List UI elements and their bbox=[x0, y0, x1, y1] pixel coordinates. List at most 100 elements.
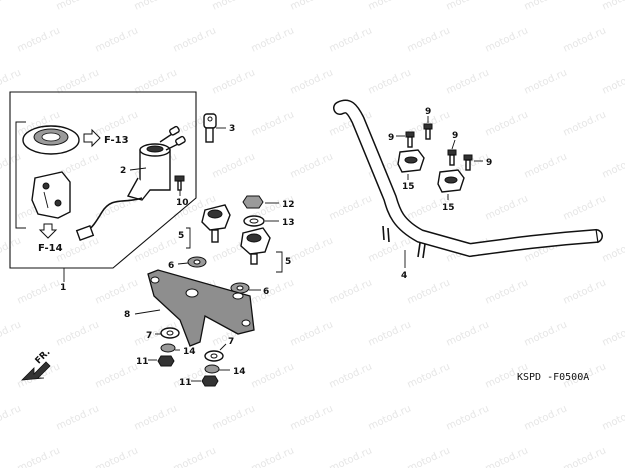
switch-cover-ring[interactable] bbox=[22, 125, 80, 155]
bolt-9-a[interactable] bbox=[405, 131, 415, 148]
handlebar-pipe[interactable] bbox=[333, 99, 603, 259]
callout-2[interactable]: 2 bbox=[120, 166, 126, 176]
watermark-text: motod.ru bbox=[562, 193, 608, 222]
handlebar-holder-lower[interactable] bbox=[240, 227, 271, 265]
callout-9-d[interactable]: 9 bbox=[486, 158, 492, 168]
watermark-text: motod.ru bbox=[484, 445, 530, 468]
watermark-text: motod.ru bbox=[523, 67, 569, 96]
watermark-text: motod.ru bbox=[523, 403, 569, 432]
watermark-text: motod.ru bbox=[289, 67, 335, 96]
watermark-text: motod.ru bbox=[406, 277, 452, 306]
watermark-text: motod.ru bbox=[250, 109, 296, 138]
watermark-text: motod.ru bbox=[0, 319, 23, 348]
watermark-text: motod.ru bbox=[55, 319, 101, 348]
callout-11-right[interactable]: 11 bbox=[179, 378, 192, 388]
watermark-text: motod.ru bbox=[94, 445, 140, 468]
callout-7-right[interactable]: 7 bbox=[228, 337, 234, 347]
watermark-text: motod.ru bbox=[289, 151, 335, 180]
watermark-text: motod.ru bbox=[172, 25, 218, 54]
watermark-text: motod.ru bbox=[445, 67, 491, 96]
watermark-text: motod.ru bbox=[562, 25, 608, 54]
watermark-text: motod.ru bbox=[601, 235, 625, 264]
watermark-text: motod.ru bbox=[562, 277, 608, 306]
watermark-text: motod.ru bbox=[601, 319, 625, 348]
ref-f13[interactable]: F-13 bbox=[104, 135, 129, 146]
watermark-text: motod.ru bbox=[94, 361, 140, 390]
watermark-text: motod.ru bbox=[445, 319, 491, 348]
watermark-text: motod.ru bbox=[601, 403, 625, 432]
ref-f14[interactable]: F-14 bbox=[38, 243, 63, 254]
watermark-text: motod.ru bbox=[211, 67, 257, 96]
washer-14-right[interactable] bbox=[204, 364, 220, 374]
watermark-text: motod.ru bbox=[250, 361, 296, 390]
callout-5-lower[interactable]: 5 bbox=[285, 257, 291, 267]
watermark-text: motod.ru bbox=[94, 25, 140, 54]
screw-10[interactable] bbox=[174, 175, 185, 191]
watermark-text: motod.ru bbox=[367, 0, 413, 13]
washer-13[interactable] bbox=[243, 215, 265, 227]
watermark-text: motod.ru bbox=[133, 403, 179, 432]
watermark-text: motod.ru bbox=[406, 25, 452, 54]
callout-5-upper[interactable]: 5 bbox=[178, 231, 184, 241]
watermark-text: motod.ru bbox=[484, 277, 530, 306]
callout-12[interactable]: 12 bbox=[282, 200, 295, 210]
watermark-text: motod.ru bbox=[406, 445, 452, 468]
watermark-text: motod.ru bbox=[250, 277, 296, 306]
watermark-text: motod.ru bbox=[445, 403, 491, 432]
key-pair-icon bbox=[159, 125, 186, 151]
washer-6-left[interactable] bbox=[187, 256, 207, 268]
bolt-9-b[interactable] bbox=[423, 123, 433, 140]
callout-13[interactable]: 13 bbox=[282, 218, 295, 228]
nut-11-left[interactable] bbox=[157, 355, 175, 367]
cap-nut-12[interactable] bbox=[242, 195, 264, 209]
callout-1[interactable]: 1 bbox=[60, 283, 66, 293]
watermark-text: motod.ru bbox=[55, 0, 101, 13]
watermark-text: motod.ru bbox=[328, 361, 374, 390]
callout-11-left[interactable]: 11 bbox=[136, 357, 149, 367]
callout-14-right[interactable]: 14 bbox=[233, 367, 246, 377]
watermark-text: motod.ru bbox=[484, 193, 530, 222]
watermark-text: motod.ru bbox=[523, 319, 569, 348]
callout-9-a[interactable]: 9 bbox=[388, 133, 394, 143]
callout-14-left[interactable]: 14 bbox=[183, 347, 196, 357]
bolt-9-d[interactable] bbox=[463, 154, 473, 171]
handlebar-holder-upper[interactable] bbox=[201, 204, 231, 243]
callout-8[interactable]: 8 bbox=[124, 310, 130, 320]
washer-7-left[interactable] bbox=[160, 327, 180, 339]
watermark-text: motod.ru bbox=[484, 109, 530, 138]
bolt-9-c[interactable] bbox=[447, 149, 457, 166]
watermark-text: motod.ru bbox=[211, 403, 257, 432]
watermark-text: motod.ru bbox=[16, 445, 62, 468]
washer-7-right[interactable] bbox=[204, 350, 224, 362]
ignition-switch[interactable] bbox=[75, 143, 171, 241]
watermark-text: motod.ru bbox=[523, 0, 569, 13]
callout-3[interactable]: 3 bbox=[229, 124, 235, 134]
ignition-kit-box bbox=[9, 91, 197, 282]
watermark-text: motod.ru bbox=[328, 277, 374, 306]
callout-9-c[interactable]: 9 bbox=[452, 131, 458, 141]
callout-6-left[interactable]: 6 bbox=[168, 261, 174, 271]
nut-11-right[interactable] bbox=[201, 375, 219, 387]
callout-6-right[interactable]: 6 bbox=[263, 287, 269, 297]
watermark-text: motod.ru bbox=[406, 361, 452, 390]
callout-15-left[interactable]: 15 bbox=[402, 182, 415, 192]
key-blank[interactable] bbox=[203, 113, 217, 143]
switch-clip[interactable] bbox=[31, 171, 71, 219]
callout-7-left[interactable]: 7 bbox=[146, 331, 152, 341]
upper-holder-15-right[interactable] bbox=[437, 169, 465, 193]
callout-15-right[interactable]: 15 bbox=[442, 203, 455, 213]
watermark-text: motod.ru bbox=[328, 25, 374, 54]
callout-9-b[interactable]: 9 bbox=[425, 107, 431, 117]
watermark-text: motod.ru bbox=[211, 151, 257, 180]
callout-10[interactable]: 10 bbox=[176, 198, 189, 208]
f14-arrow-icon bbox=[38, 223, 58, 239]
watermark-text: motod.ru bbox=[0, 235, 23, 264]
top-bridge[interactable] bbox=[147, 269, 255, 347]
watermark-text: motod.ru bbox=[601, 67, 625, 96]
upper-holder-15-left[interactable] bbox=[397, 149, 425, 173]
callout-4[interactable]: 4 bbox=[401, 271, 407, 281]
washer-14-left[interactable] bbox=[160, 343, 176, 353]
washer-6-right[interactable] bbox=[230, 282, 250, 294]
